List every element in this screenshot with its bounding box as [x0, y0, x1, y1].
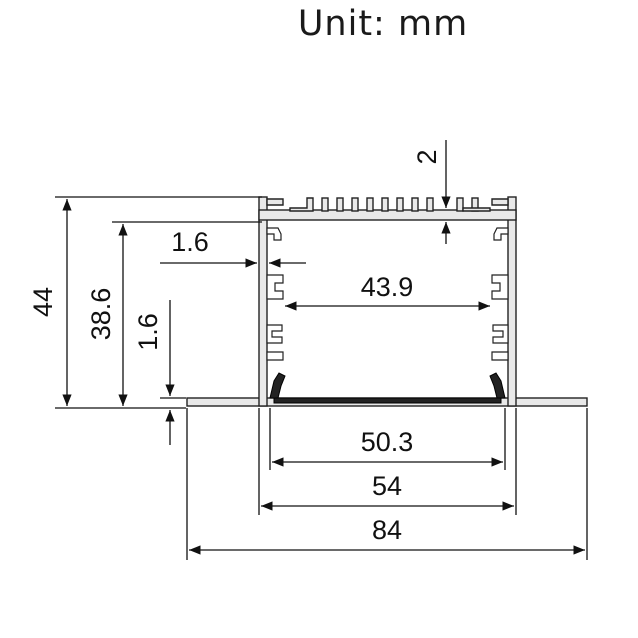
dim-flange-thickness-label: 1.6	[133, 313, 163, 351]
dimension-inner-width: 43.9	[285, 272, 490, 311]
dim-total-height-label: 44	[28, 287, 58, 317]
dimension-flange-width: 84	[186, 408, 588, 560]
right-top-lug	[491, 198, 509, 206]
dimension-total-height: 44	[28, 196, 262, 409]
aluminium-profile	[186, 196, 588, 407]
dim-wall-thickness-label: 1.6	[171, 227, 209, 257]
dim-body-width-label: 54	[372, 471, 402, 501]
cooling-fins	[289, 197, 491, 212]
dim-flange-width-label: 84	[372, 515, 402, 545]
left-wall	[258, 196, 268, 407]
right-lens-clip	[489, 372, 506, 399]
right-inner-slots	[491, 227, 509, 361]
dimension-body-width: 54	[258, 408, 517, 515]
dimension-top-thickness: 2	[412, 140, 451, 244]
left-top-lug	[266, 198, 284, 206]
dimension-wall-thickness: 1.6	[160, 227, 306, 268]
right-wall	[507, 196, 517, 407]
diffuser-lens	[273, 397, 502, 404]
dimension-flange-thickness: 1.6	[133, 300, 186, 445]
unit-label: Unit: mm	[297, 4, 469, 44]
dimension-lens-width: 50.3	[269, 408, 506, 470]
left-lens-clip	[269, 372, 286, 399]
dim-inner-height-label: 38.6	[86, 288, 116, 341]
dim-top-thickness-label: 2	[412, 149, 442, 164]
left-inner-slots	[266, 227, 284, 361]
dimension-inner-height: 38.6	[86, 221, 262, 406]
dim-inner-width-label: 43.9	[361, 272, 414, 302]
dim-lens-width-label: 50.3	[361, 427, 414, 457]
